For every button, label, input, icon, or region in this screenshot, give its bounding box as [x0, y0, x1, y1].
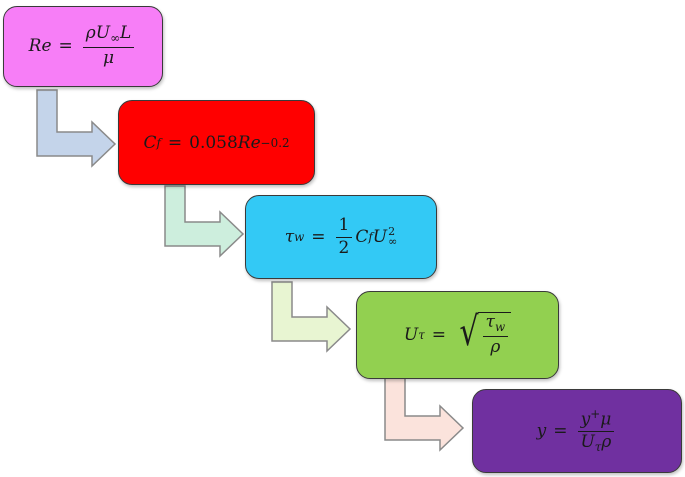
- denominator: Uτρ: [577, 432, 614, 455]
- formula-lhs: U: [403, 324, 419, 345]
- denominator: ρ: [490, 337, 501, 358]
- equals-sign: =: [553, 420, 568, 441]
- equals-sign: =: [431, 324, 447, 345]
- friction-coefficient-subscript: f: [368, 230, 373, 244]
- velocity-superscript: 2: [388, 224, 396, 238]
- formula-lhs-subscript: w: [294, 230, 305, 244]
- denominator-density: ρ: [601, 431, 612, 452]
- wall-distance-formula: y = y+μ Uτρ: [536, 406, 618, 455]
- numerator-shear: τ: [485, 312, 495, 333]
- radicand: τw ρ: [477, 312, 512, 358]
- numerator: 1: [335, 215, 353, 238]
- radical-sign: √: [459, 309, 479, 356]
- equals-sign: =: [58, 36, 73, 57]
- formula-lhs: C: [143, 132, 157, 153]
- numerator: y+μ: [577, 406, 615, 432]
- fraction: ρU∞L μ: [82, 23, 135, 69]
- numerator-superscript: +: [590, 406, 601, 421]
- formula-lhs: Re: [28, 36, 52, 57]
- numerator-subscript: w: [494, 320, 506, 335]
- exponent: −0.2: [260, 135, 290, 150]
- square-root: √ τw ρ: [453, 309, 512, 358]
- velocity-scripts: 2∞: [388, 224, 398, 248]
- numerator-viscosity: μ: [600, 409, 612, 430]
- formula-lhs: y: [536, 420, 547, 441]
- equals-sign: =: [311, 227, 326, 247]
- connector-arrow-1: [36, 89, 117, 168]
- numerator-subscript: ∞: [110, 31, 121, 46]
- freestream-velocity: U: [372, 227, 388, 247]
- numerator: τw: [482, 312, 509, 338]
- reynolds-variable: Re: [237, 132, 261, 153]
- coefficient: 0.058: [189, 132, 238, 153]
- reynolds-number-formula: Re = ρU∞L μ: [29, 24, 138, 68]
- connector-arrow-2: [164, 185, 245, 258]
- fraction: τw ρ: [482, 312, 509, 358]
- numerator-y: y: [580, 409, 591, 430]
- velocity-subscript: ∞: [388, 235, 398, 248]
- formula-lhs-subscript: f: [156, 135, 161, 150]
- numerator: ρU∞L: [82, 23, 135, 49]
- denominator-subscript: τ: [594, 439, 602, 454]
- formula-lhs-subscript: τ: [418, 327, 425, 342]
- reynolds-number-box: Re = ρU∞L μ: [3, 6, 163, 87]
- denominator-velocity: U: [580, 431, 595, 452]
- numerator-length: L: [120, 23, 132, 44]
- equals-sign: =: [167, 132, 183, 153]
- denominator: 2: [338, 237, 350, 258]
- fraction: y+μ Uτρ: [577, 406, 615, 455]
- half-fraction: 1 2: [335, 215, 353, 258]
- connector-arrow-3: [271, 281, 352, 353]
- formula-lhs: τ: [284, 227, 295, 247]
- wall-distance-box: y = y+μ Uτρ: [472, 389, 682, 473]
- connector-arrow-4: [384, 377, 465, 452]
- denominator: μ: [103, 48, 115, 69]
- numerator-density-velocity: ρU: [85, 23, 111, 44]
- friction-coefficient: C: [355, 227, 369, 247]
